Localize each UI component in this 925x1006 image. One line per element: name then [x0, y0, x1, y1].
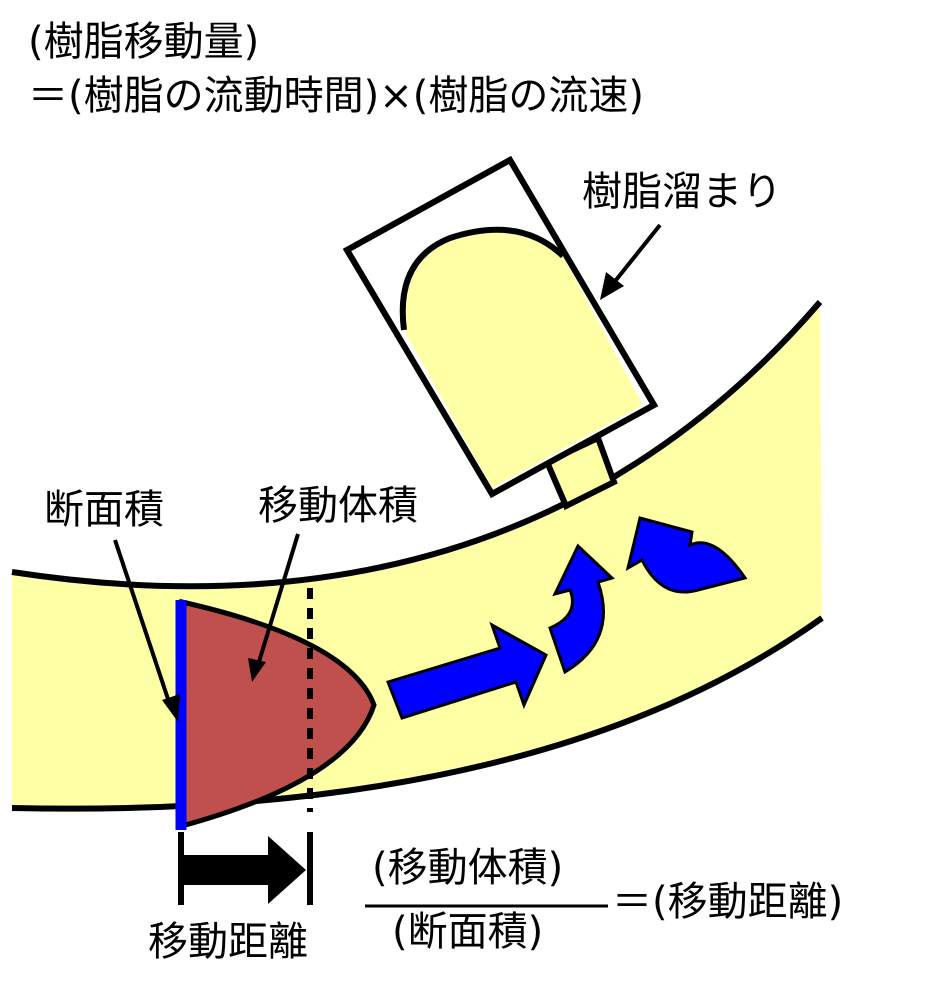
- flow-arrow-curved-up: [548, 543, 615, 675]
- cross-section-leader-arrowhead: [162, 694, 180, 722]
- fraction-numerator: (移動体積): [372, 845, 564, 891]
- distance-arrow: [181, 836, 306, 904]
- reservoir-resin: [402, 229, 643, 488]
- volume-leader-line: [256, 533, 300, 666]
- fraction-result: ＝(移動距離): [612, 879, 844, 925]
- formula-title: (樹脂移動量): [28, 19, 260, 65]
- cross-section-label: 断面積: [44, 487, 164, 533]
- reservoir-box-outline: [342, 155, 659, 499]
- channel-lower-wall: [11, 615, 824, 812]
- flow-arrow-curved-back: [625, 516, 748, 594]
- flow-arrow-straight: [386, 621, 548, 720]
- reservoir-leader-line: [610, 223, 662, 287]
- reservoir-leader-arrowhead: [600, 272, 624, 300]
- moved-volume-region: [179, 598, 377, 830]
- reservoir-resin-outline: [399, 226, 566, 331]
- resin-reservoir: [342, 155, 659, 511]
- moved-volume-label: 移動体積: [258, 483, 418, 529]
- cross-section-leader-line: [113, 539, 172, 706]
- reservoir-label: 樹脂溜まり: [582, 169, 782, 215]
- volume-leader-arrowhead: [248, 658, 266, 682]
- moved-distance-label: 移動距離: [148, 919, 308, 965]
- formula-definition: ＝(樹脂の流動時間)×(樹脂の流速): [28, 73, 644, 119]
- fraction-denominator: (断面積): [392, 909, 544, 955]
- channel-upper-wall: [11, 300, 823, 590]
